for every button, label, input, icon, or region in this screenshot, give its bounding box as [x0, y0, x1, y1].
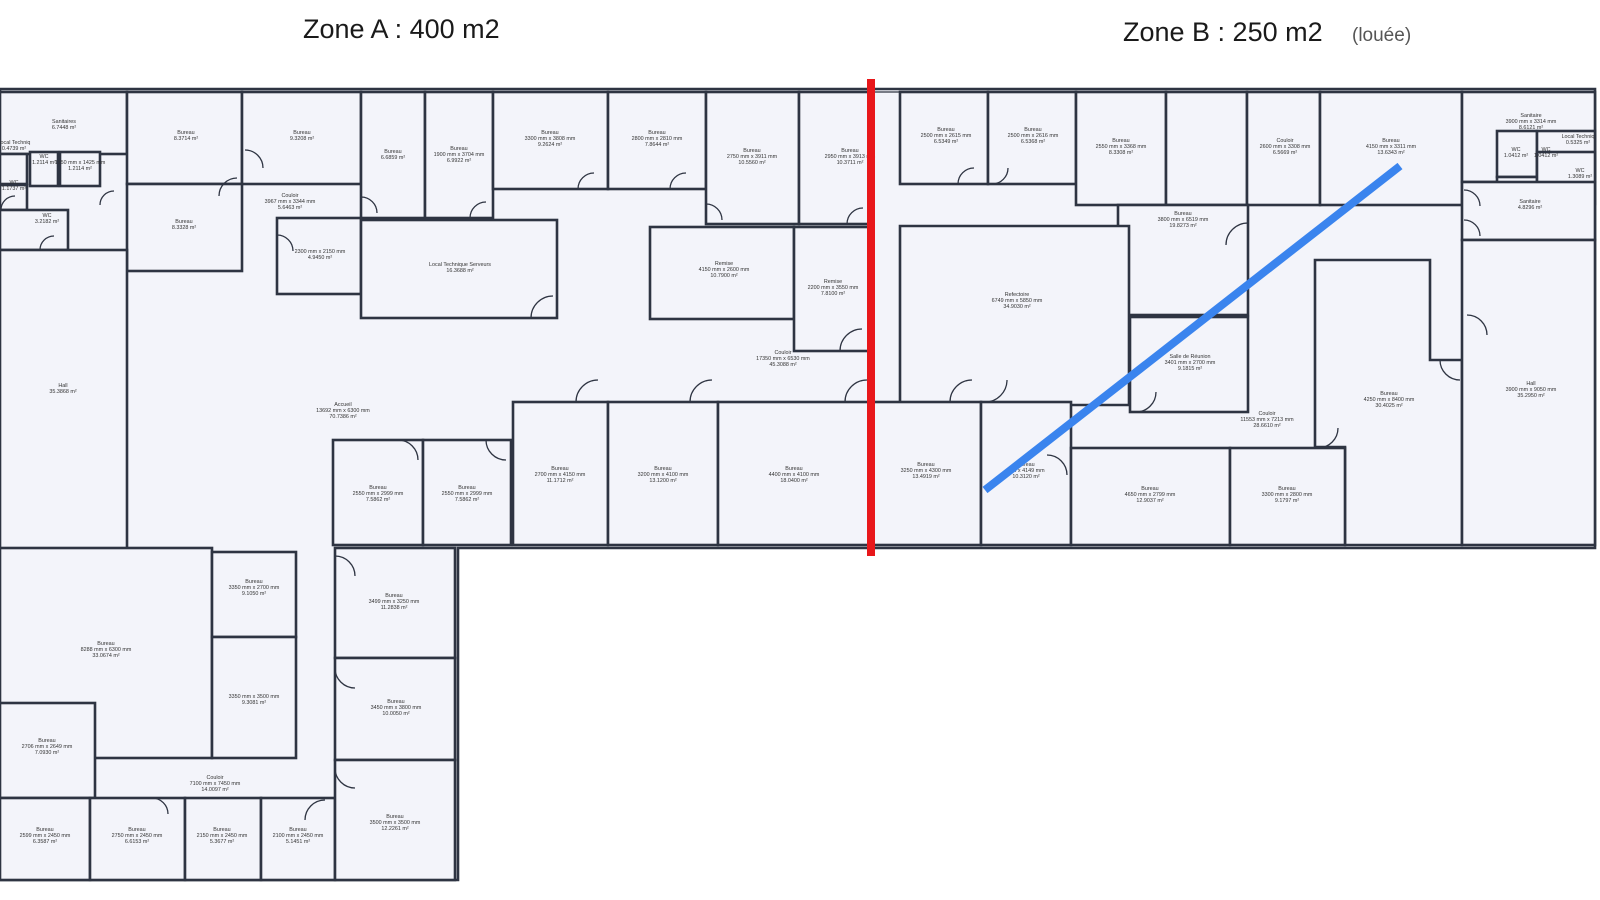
- zone-a-title: Zone A : 400 m2: [303, 14, 500, 44]
- zone-b-note: (louée): [1352, 25, 1412, 46]
- room-walls: [0, 90, 1597, 882]
- door-arcs: [0, 149, 1488, 821]
- zone-b-diagonal-line: [982, 162, 1403, 494]
- zone-b-title: Zone B : 250 m2: [1123, 17, 1323, 47]
